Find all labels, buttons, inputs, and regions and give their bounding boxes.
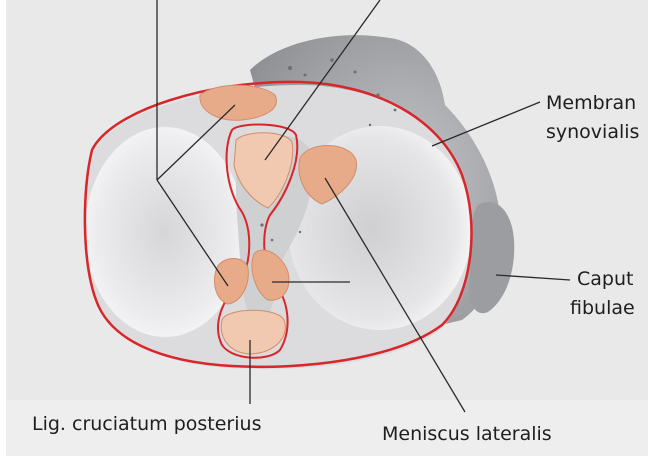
label-membrana-synovialis-line2: synovialis bbox=[546, 121, 639, 143]
label-lig-cruciatum-posterius: Lig. cruciatum posterius bbox=[32, 413, 261, 435]
medial-condyle-facet bbox=[85, 127, 245, 337]
label-meniscus-lateralis: Meniscus lateralis bbox=[382, 423, 552, 445]
label-caput-fibulae-line1: Caput bbox=[577, 268, 633, 290]
label-membrana-synovialis-line1: Membran bbox=[546, 92, 636, 114]
label-caput-fibulae-line2: fibulae bbox=[570, 297, 635, 319]
